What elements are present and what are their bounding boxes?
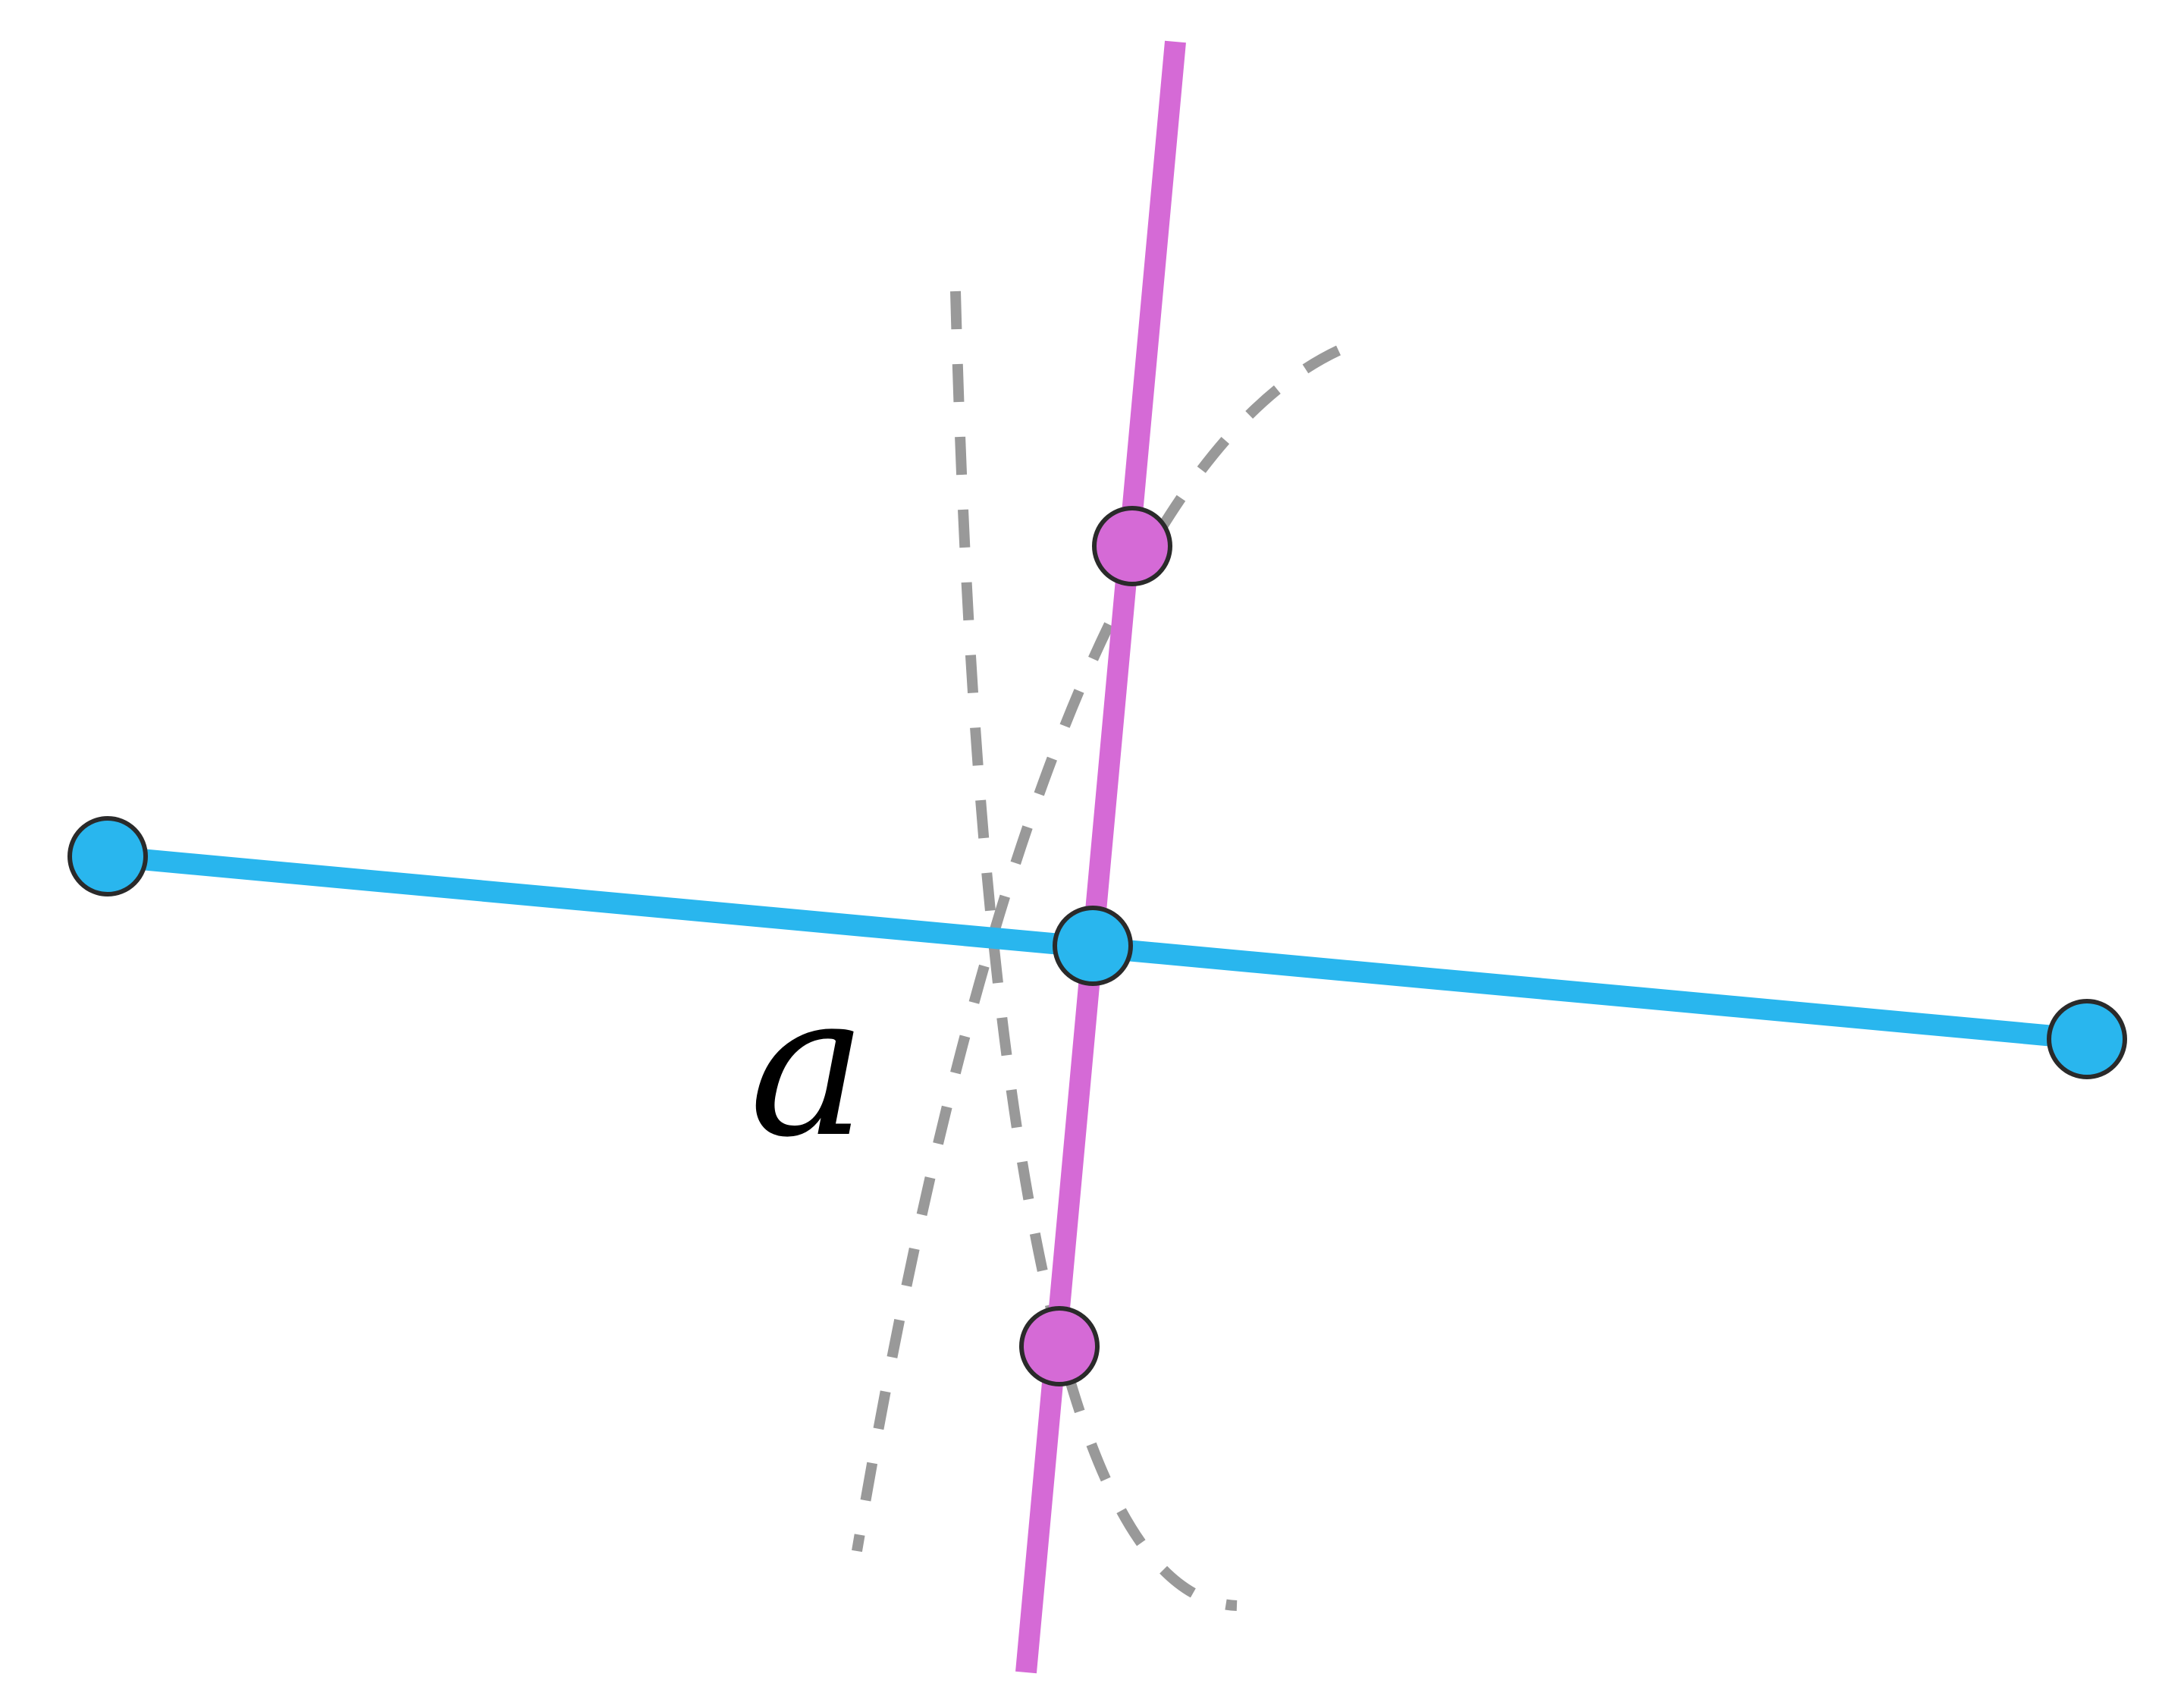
segment-endpoint-right xyxy=(2047,999,2127,1079)
points xyxy=(67,506,2127,1386)
compass-arcs xyxy=(852,290,1341,1611)
arc-intersection-bottom xyxy=(1019,1306,1100,1386)
label-a: a xyxy=(749,952,867,1181)
segment-endpoint-left xyxy=(67,816,148,896)
perpendicular-bisector-line xyxy=(1015,40,1186,1674)
segment-midpoint xyxy=(1053,906,1133,986)
compass-arc-right xyxy=(852,345,1341,1553)
arc-intersection-top xyxy=(1092,506,1172,586)
compass-arc-left xyxy=(950,290,1238,1611)
